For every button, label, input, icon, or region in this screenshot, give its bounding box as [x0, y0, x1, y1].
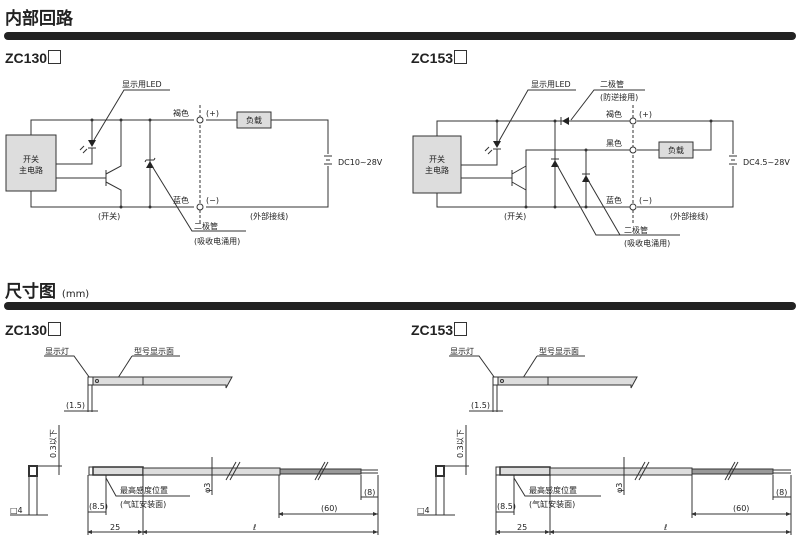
indicator-label: 显示灯 [450, 346, 474, 356]
reverse-diode-label: (防逆接用) [600, 92, 638, 102]
main-circuit-label: 开关 [429, 154, 445, 164]
main-circuit-label: 开关 [23, 154, 39, 164]
sensing-position-label: 最高感度位置 [120, 485, 168, 495]
model-suffix-box [454, 50, 468, 64]
black-wire-label: 黑色 [606, 138, 622, 148]
dim-8-5: (8.5) [497, 502, 516, 511]
circuit-zc130: 开关 主电路 负载 DC10~28V 显示用LED 二极管 (吸收电涌用) [5, 80, 383, 246]
model-face-label: 型号显示面 [539, 347, 579, 356]
dim-8-5: (8.5) [89, 502, 108, 511]
dim-60: (60) [733, 504, 749, 513]
model-name: ZC130 [5, 322, 48, 338]
terminal-minus [629, 203, 637, 211]
model-name: ZC130 [5, 50, 48, 66]
terminal-black [629, 146, 637, 154]
model-suffix-box [48, 50, 62, 64]
section-divider-dimensions [4, 302, 796, 310]
dim-sq4: □4 [10, 506, 23, 515]
main-circuit-label: 主电路 [19, 165, 43, 175]
dim-l: ℓ [663, 523, 667, 532]
model-suffix-box [454, 322, 468, 336]
dim-l: ℓ [252, 523, 256, 532]
external-wiring-label: (外部接线) [250, 211, 288, 221]
dim-8: (8) [776, 488, 787, 497]
model-suffix-box [48, 322, 62, 336]
dim-model-zc153: ZC153 [411, 322, 468, 338]
minus-label: (−) [206, 196, 219, 205]
model-name: ZC153 [411, 50, 454, 66]
supply-label: DC4.5~28V [743, 158, 790, 167]
sensing-position-label: 最高感度位置 [529, 485, 577, 495]
dim-8: (8) [364, 488, 375, 497]
diode-label: (吸收电涌用) [624, 238, 670, 248]
reverse-diode-label: 二极管 [600, 79, 624, 89]
model-face-label: 型号显示面 [134, 347, 174, 356]
switch-label: (开关) [504, 211, 526, 221]
plus-label: (+) [206, 109, 219, 118]
external-wiring-label: (外部接线) [670, 211, 708, 221]
circuit-model-zc130: ZC130 [5, 50, 62, 66]
section-title-circuit: 内部回路 [5, 9, 73, 29]
dim-sq4: □4 [417, 506, 430, 515]
indicator-label: 显示灯 [45, 346, 69, 356]
terminal-plus [196, 116, 204, 124]
dimension-zc153: 显示灯 型号显示面 (1.5) □4 0.3以下 φ3 最高感度位置 (气缸安装… [417, 346, 792, 535]
section-title-dimensions: 尺寸图 (mm) [5, 277, 89, 302]
switch-label: (开关) [98, 211, 120, 221]
plus-label: (+) [639, 110, 652, 119]
dimension-zc130: 显示灯 型号显示面 (1.5) □4 0.3以下 φ3 最高感度位置 (气缸安装… [10, 346, 379, 535]
terminal-plus [629, 117, 637, 125]
led-icon [493, 141, 501, 148]
brown-wire-label: 褐色 [173, 108, 189, 118]
dim-model-zc130: ZC130 [5, 322, 62, 338]
dim-0-3: 0.3以下 [49, 429, 58, 458]
dimensions-unit: (mm) [61, 289, 90, 300]
circuit-model-zc153: ZC153 [411, 50, 468, 66]
supply-label: DC10~28V [338, 158, 383, 167]
minus-label: (−) [639, 196, 652, 205]
blue-wire-label: 蓝色 [173, 195, 189, 205]
dim-0-3: 0.3以下 [456, 429, 465, 458]
dim-25: 25 [517, 523, 527, 532]
terminal-minus [196, 203, 204, 211]
dim-60: (60) [321, 504, 337, 513]
dim-phi3: φ3 [615, 483, 624, 493]
brown-wire-label: 褐色 [606, 109, 622, 119]
led-label: 显示用LED [122, 80, 162, 89]
dimensions-title-text: 尺寸图 [5, 282, 56, 302]
dim-phi3: φ3 [203, 483, 212, 493]
led-icon [88, 140, 96, 147]
blue-wire-label: 蓝色 [606, 195, 622, 205]
model-name: ZC153 [411, 322, 454, 338]
dim-1-5: (1.5) [66, 401, 85, 410]
diode-label: (吸收电涌用) [194, 236, 240, 246]
led-label: 显示用LED [531, 80, 571, 89]
section-divider-circuit [4, 32, 796, 40]
dim-25: 25 [110, 523, 120, 532]
reverse-diode-icon [562, 117, 569, 125]
diode-label: 二极管 [194, 221, 218, 231]
sensing-position-label: (气缸安装面) [529, 499, 575, 509]
circuit-zc153: 开关 主电路 DC4.5~28V 负载 显示用LED [412, 79, 790, 248]
load-label: 负载 [246, 115, 262, 125]
main-circuit-block [412, 135, 462, 194]
load-label: 负载 [668, 145, 684, 155]
diode-label: 二极管 [624, 225, 648, 235]
main-circuit-label: 主电路 [425, 165, 449, 175]
dim-1-5: (1.5) [471, 401, 490, 410]
